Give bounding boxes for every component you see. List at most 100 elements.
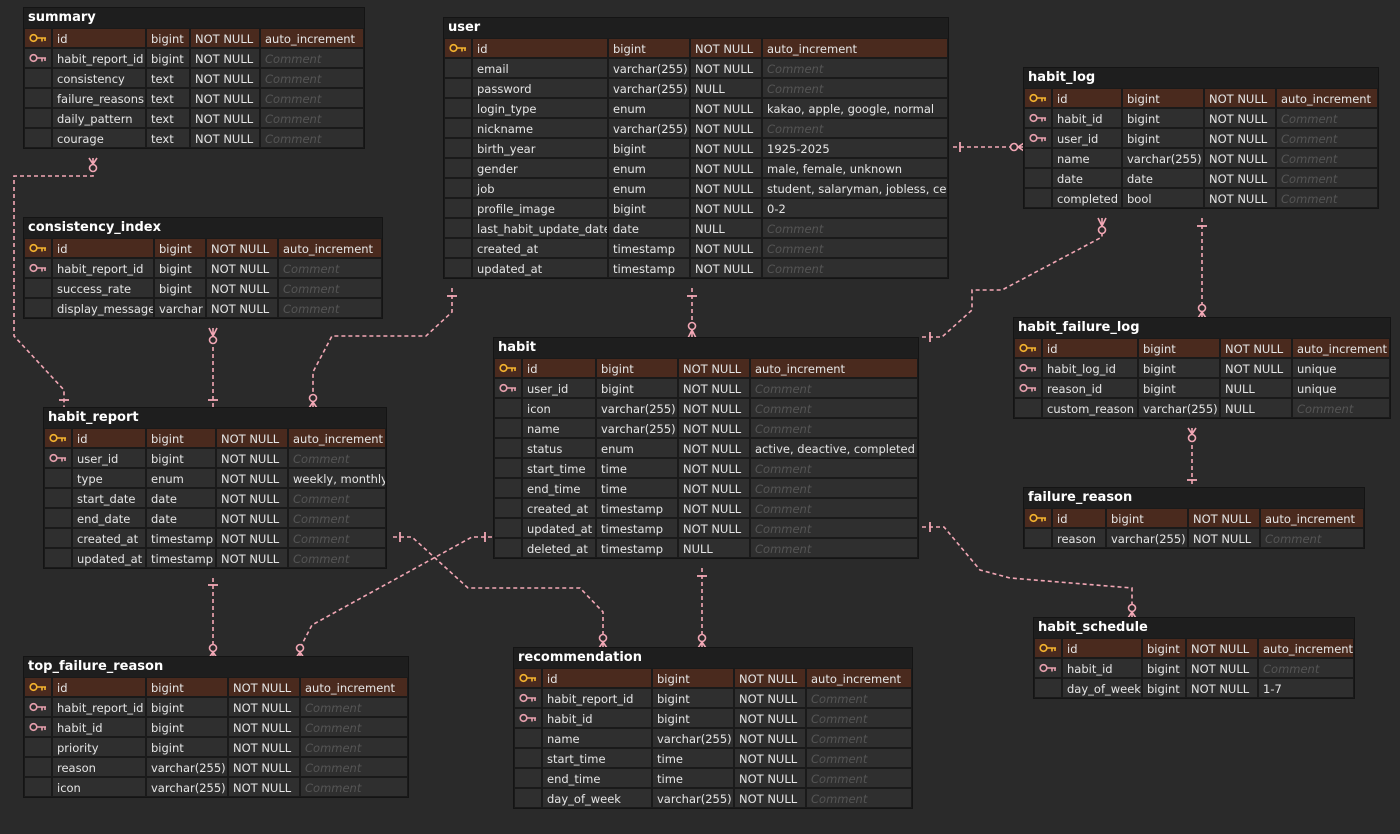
comment-placeholder[interactable]: Comment: [260, 128, 364, 148]
field-nullable[interactable]: NOT NULL: [216, 528, 288, 548]
field-name[interactable]: courage: [52, 128, 146, 148]
comment-placeholder[interactable]: Comment: [288, 448, 386, 468]
field-nullable[interactable]: NOT NULL: [190, 28, 260, 48]
field-type[interactable]: varchar(255): [146, 777, 228, 797]
field-nullable[interactable]: NOT NULL: [228, 757, 300, 777]
field-name[interactable]: habit_report_id: [52, 48, 146, 68]
field-name[interactable]: habit_report_id: [52, 258, 154, 278]
field-comment[interactable]: 1925-2025: [762, 138, 948, 158]
field-name[interactable]: login_type: [472, 98, 608, 118]
field-nullable[interactable]: NOT NULL: [1204, 128, 1276, 148]
field-name[interactable]: start_time: [542, 748, 652, 768]
field-type[interactable]: varchar(255): [1122, 148, 1204, 168]
field-nullable[interactable]: NULL: [1220, 378, 1292, 398]
comment-placeholder[interactable]: Comment: [762, 78, 948, 98]
field-nullable[interactable]: NOT NULL: [1220, 338, 1292, 358]
comment-placeholder[interactable]: Comment: [300, 717, 408, 737]
field-type[interactable]: varchar: [154, 298, 206, 318]
field-comment[interactable]: unique: [1292, 358, 1390, 378]
field-nullable[interactable]: NOT NULL: [678, 358, 750, 378]
field-name[interactable]: success_rate: [52, 278, 154, 298]
field-comment[interactable]: 0-2: [762, 198, 948, 218]
field-name[interactable]: updated_at: [72, 548, 146, 568]
comment-placeholder[interactable]: Comment: [288, 508, 386, 528]
field-type[interactable]: time: [596, 478, 678, 498]
comment-placeholder[interactable]: Comment: [260, 48, 364, 68]
field-nullable[interactable]: NOT NULL: [190, 108, 260, 128]
comment-placeholder[interactable]: Comment: [806, 728, 912, 748]
field-type[interactable]: varchar(255): [608, 58, 690, 78]
field-name[interactable]: id: [1052, 508, 1106, 528]
field-type[interactable]: time: [652, 748, 734, 768]
field-name[interactable]: status: [522, 438, 596, 458]
comment-placeholder[interactable]: Comment: [806, 748, 912, 768]
comment-placeholder[interactable]: Comment: [1276, 108, 1378, 128]
table-title[interactable]: summary: [28, 10, 96, 25]
field-type[interactable]: timestamp: [608, 258, 690, 278]
field-nullable[interactable]: NOT NULL: [190, 128, 260, 148]
field-type[interactable]: enum: [146, 468, 216, 488]
field-nullable[interactable]: NOT NULL: [690, 38, 762, 58]
comment-placeholder[interactable]: Comment: [288, 488, 386, 508]
table-title[interactable]: top_failure_reason: [28, 659, 164, 674]
field-type[interactable]: timestamp: [596, 498, 678, 518]
field-name[interactable]: id: [542, 668, 652, 688]
field-name[interactable]: id: [1062, 638, 1142, 658]
comment-placeholder[interactable]: Comment: [300, 757, 408, 777]
field-nullable[interactable]: NOT NULL: [678, 398, 750, 418]
field-name[interactable]: updated_at: [522, 518, 596, 538]
field-type[interactable]: enum: [596, 438, 678, 458]
comment-placeholder[interactable]: Comment: [762, 118, 948, 138]
field-nullable[interactable]: NOT NULL: [1204, 168, 1276, 188]
field-type[interactable]: timestamp: [596, 518, 678, 538]
field-name[interactable]: start_time: [522, 458, 596, 478]
field-name[interactable]: id: [1052, 88, 1122, 108]
field-type[interactable]: varchar(255): [1106, 528, 1188, 548]
field-name[interactable]: user_id: [72, 448, 146, 468]
comment-placeholder[interactable]: Comment: [750, 458, 918, 478]
field-name[interactable]: updated_at: [472, 258, 608, 278]
table-title[interactable]: habit_failure_log: [1018, 320, 1140, 335]
field-type[interactable]: bigint: [146, 428, 216, 448]
field-type[interactable]: bigint: [146, 48, 190, 68]
field-comment[interactable]: auto_increment: [300, 677, 408, 697]
field-name[interactable]: name: [542, 728, 652, 748]
field-name[interactable]: gender: [472, 158, 608, 178]
field-type[interactable]: bigint: [1138, 378, 1220, 398]
field-name[interactable]: id: [52, 677, 146, 697]
field-name[interactable]: id: [472, 38, 608, 58]
field-type[interactable]: bigint: [608, 198, 690, 218]
field-type[interactable]: varchar(255): [608, 118, 690, 138]
comment-placeholder[interactable]: Comment: [750, 378, 918, 398]
field-nullable[interactable]: NOT NULL: [1188, 508, 1260, 528]
comment-placeholder[interactable]: Comment: [1276, 128, 1378, 148]
field-nullable[interactable]: NOT NULL: [190, 88, 260, 108]
field-comment[interactable]: student, salaryman, jobless, ceo: [762, 178, 948, 198]
field-nullable[interactable]: NOT NULL: [206, 298, 278, 318]
field-nullable[interactable]: NOT NULL: [678, 458, 750, 478]
field-type[interactable]: bigint: [608, 38, 690, 58]
field-nullable[interactable]: NOT NULL: [206, 258, 278, 278]
field-comment[interactable]: auto_increment: [1292, 338, 1390, 358]
field-nullable[interactable]: NOT NULL: [1186, 678, 1258, 698]
field-name[interactable]: daily_pattern: [52, 108, 146, 128]
